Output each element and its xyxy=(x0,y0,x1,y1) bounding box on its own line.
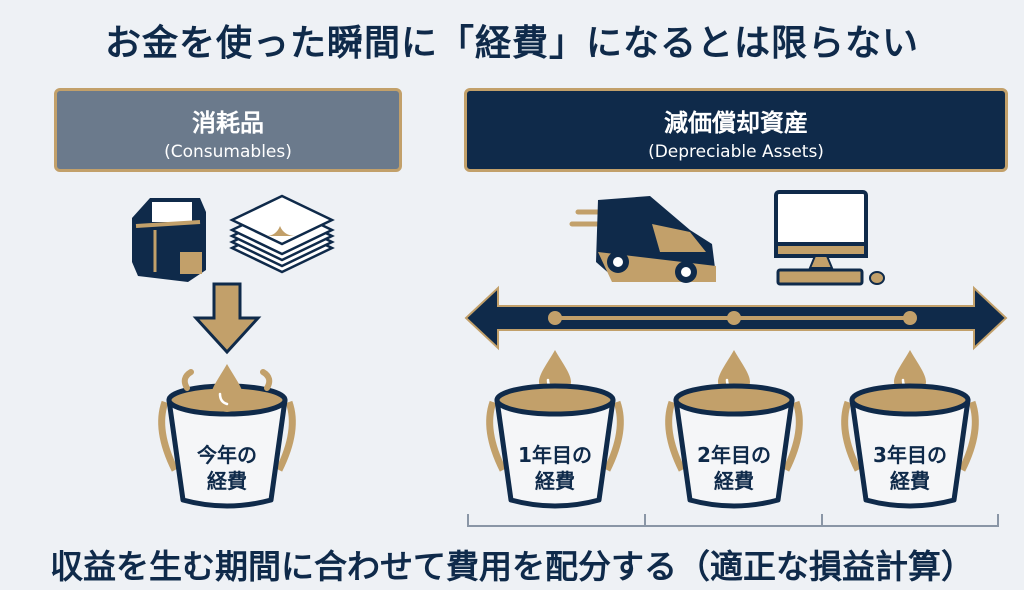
bucket-label-year3: 3年目の 経費 xyxy=(860,442,960,494)
bucket-label-line2: 経費 xyxy=(714,469,754,493)
bucket-label-line1: 2年目の xyxy=(697,443,771,467)
bucket-label-this-year: 今年の 経費 xyxy=(177,442,277,494)
footer-caption: 収益を生む期間に合わせて費用を配分する（適正な損益計算） xyxy=(50,547,974,586)
bucket-label-line1: 今年の xyxy=(197,443,257,467)
period-bracket xyxy=(467,514,999,527)
category-depreciable-en: (Depreciable Assets) xyxy=(648,142,824,162)
desktop-computer-icon xyxy=(774,190,885,286)
delivery-van-icon xyxy=(569,196,716,283)
down-arrow-icon xyxy=(192,282,262,355)
bucket-label-line2: 経費 xyxy=(890,469,930,493)
main-title: お金を使った瞬間に「経費」になるとは限らない xyxy=(104,23,919,64)
bucket-label-year2: 2年目の 経費 xyxy=(684,442,784,494)
bucket-label-line1: 1年目の xyxy=(518,443,592,467)
timeline-arrow xyxy=(464,285,1008,351)
paper-stack-icon xyxy=(229,194,335,274)
bucket-label-year1: 1年目の 経費 xyxy=(505,442,605,494)
category-consumables-jp: 消耗品 xyxy=(192,109,264,137)
category-depreciable-jp: 減価償却資産 xyxy=(664,109,808,137)
category-consumables-en: (Consumables) xyxy=(164,142,292,162)
category-consumables: 消耗品 (Consumables) xyxy=(54,88,402,172)
bucket-label-line1: 3年目の xyxy=(873,443,947,467)
category-depreciable: 減価償却資産 (Depreciable Assets) xyxy=(464,88,1008,172)
bucket-label-line2: 経費 xyxy=(207,469,247,493)
bucket-label-line2: 経費 xyxy=(535,469,575,493)
ink-cartridge-icon xyxy=(132,198,206,282)
bucket-this-year xyxy=(162,362,293,506)
